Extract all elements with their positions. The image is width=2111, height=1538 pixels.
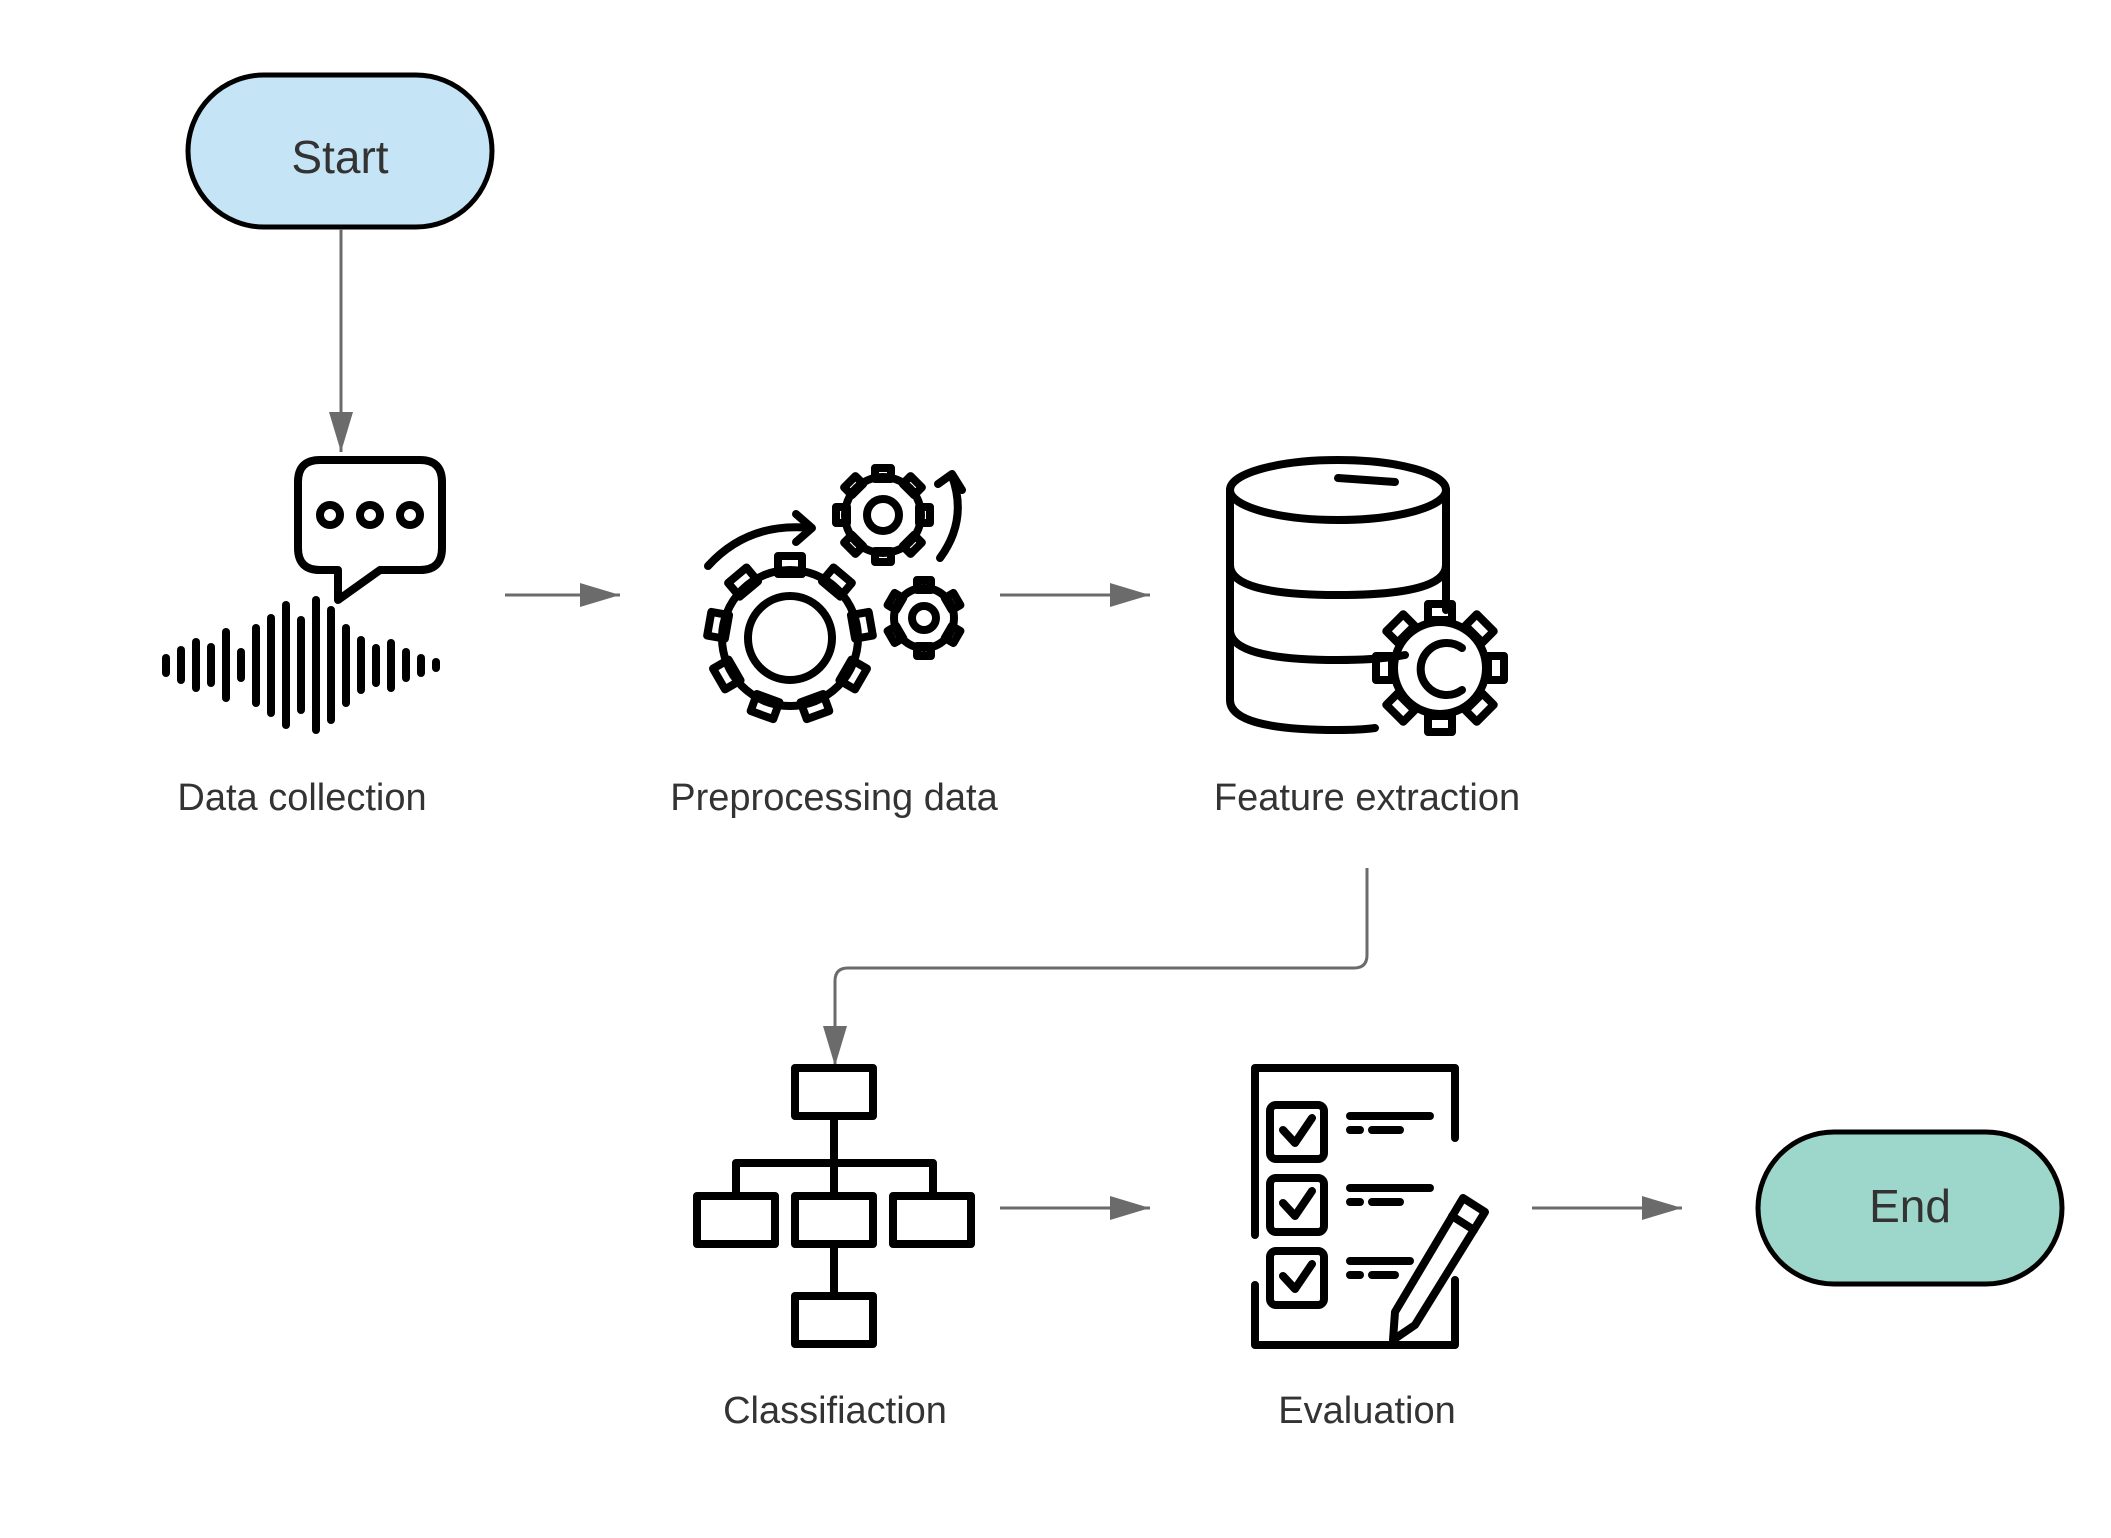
start-shape [185,72,495,230]
hierarchy-icon [693,1064,975,1348]
step-label-classification: Classifiaction [723,1390,947,1432]
checklist-pencil-icon [1251,1064,1489,1349]
connectors [329,229,1682,1220]
step-label-data-collection: Data collection [177,777,426,819]
end-shape [1755,1129,2065,1287]
sound-wave-speech-icon [162,456,446,734]
step-label-feature-extraction: Feature extraction [1214,777,1520,819]
gears-icon [703,464,966,724]
start-terminal: Start [185,72,495,230]
end-label: End [1869,1180,1951,1232]
start-label: Start [291,131,388,183]
connector-feature-to-classification [823,868,1369,1066]
end-terminal: End [1755,1129,2065,1287]
database-gear-icon [1226,456,1508,736]
step-label-preprocessing-data: Preprocessing data [670,777,998,819]
step-label-evaluation: Evaluation [1278,1390,1455,1432]
